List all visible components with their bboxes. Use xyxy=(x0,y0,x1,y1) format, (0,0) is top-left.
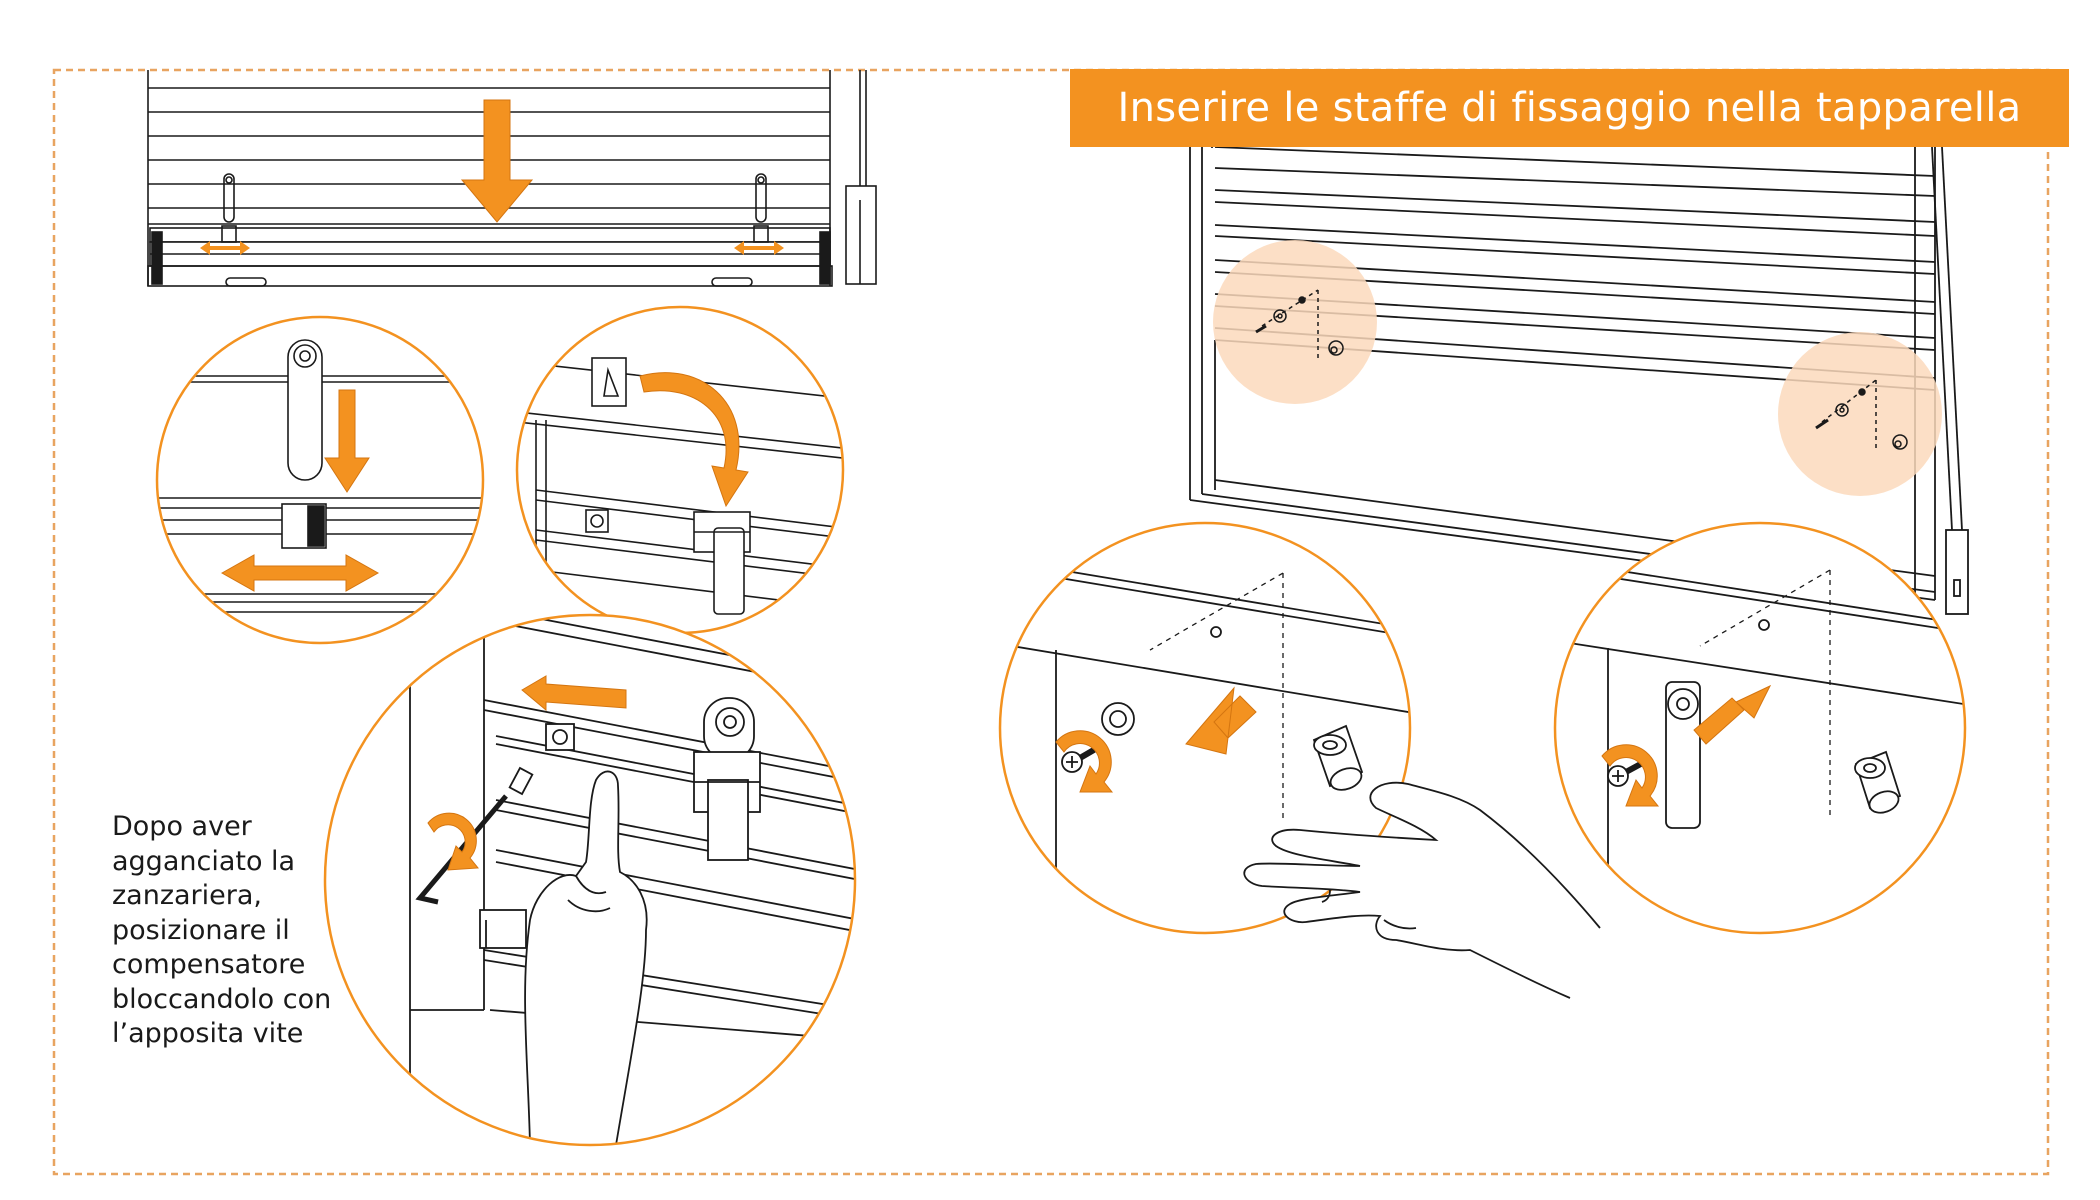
down-arrow-icon xyxy=(324,389,370,493)
left-right-arrow-icon xyxy=(734,241,784,255)
detail-circle-slider xyxy=(155,315,485,645)
shutter-top-view xyxy=(147,70,877,287)
detail-circle-hook xyxy=(515,305,845,635)
rotate-arrow-icon xyxy=(427,812,479,871)
rotate-arrow-icon xyxy=(1601,744,1660,807)
diagonal-arrow-icon xyxy=(1693,684,1772,745)
diagonal-arrow-icon xyxy=(1185,686,1257,755)
down-arrow-icon xyxy=(460,99,534,223)
left-right-arrow-icon xyxy=(220,554,380,592)
detail-circle-bracket xyxy=(1553,521,1967,935)
rotate-arrow-icon xyxy=(1055,730,1114,793)
hand-icon xyxy=(1243,781,1601,999)
dashed-frame xyxy=(52,68,2050,1176)
left-arrow-icon xyxy=(521,675,627,712)
detail-circle-compensator xyxy=(323,613,857,1147)
mount-holes xyxy=(1255,289,1908,452)
detail-circle-spacer xyxy=(998,521,1412,935)
page-title: Inserire le staffe di fissaggio nella ta… xyxy=(1117,85,2022,131)
highlight-spot-left xyxy=(1213,240,1377,404)
left-right-arrow-icon xyxy=(200,241,250,255)
title-banner: Inserire le staffe di fissaggio nella ta… xyxy=(1070,69,2069,147)
curved-arrow-icon xyxy=(639,372,749,508)
instruction-text: Dopo aver agganciato la zanzariera, posi… xyxy=(112,811,332,1049)
highlight-spot-right xyxy=(1778,332,1942,496)
